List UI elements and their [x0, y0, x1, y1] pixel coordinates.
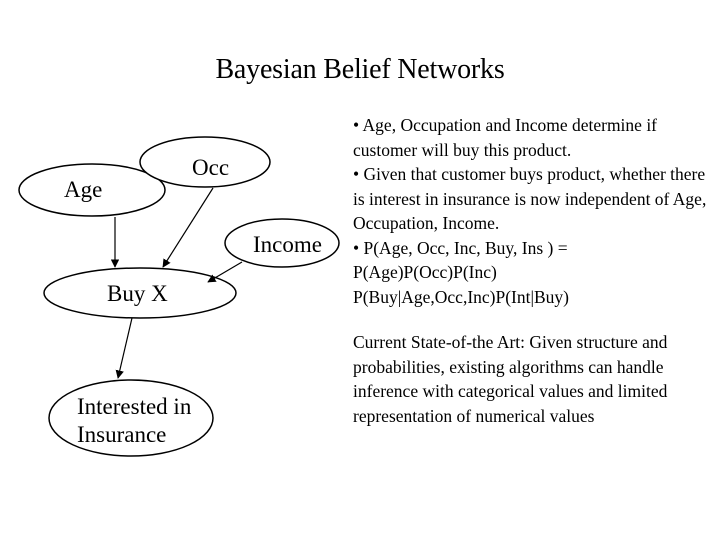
age-node: [18, 163, 166, 217]
explanation-bullets: • Age, Occupation and Income determine i…: [353, 115, 707, 307]
edge-income-buy: [207, 261, 243, 283]
buy-node: [43, 267, 237, 319]
buy-node-label: Buy X: [107, 281, 168, 306]
insurance-node-label: Interested in Insurance: [77, 394, 192, 447]
insurance-node: [48, 379, 214, 457]
state-of-art-text: Current State-of-the Art: Given structur…: [353, 332, 668, 426]
occ-node: [139, 136, 271, 188]
edge-buy-insurance: [115, 317, 133, 379]
slide-title: Bayesian Belief Networks: [215, 54, 505, 85]
edge-occ-buy: [162, 187, 214, 268]
income-node: [224, 218, 340, 268]
age-node-label: Age: [64, 177, 103, 202]
occ-node-label: Occ: [192, 155, 230, 180]
income-node-label: Income: [253, 232, 322, 257]
